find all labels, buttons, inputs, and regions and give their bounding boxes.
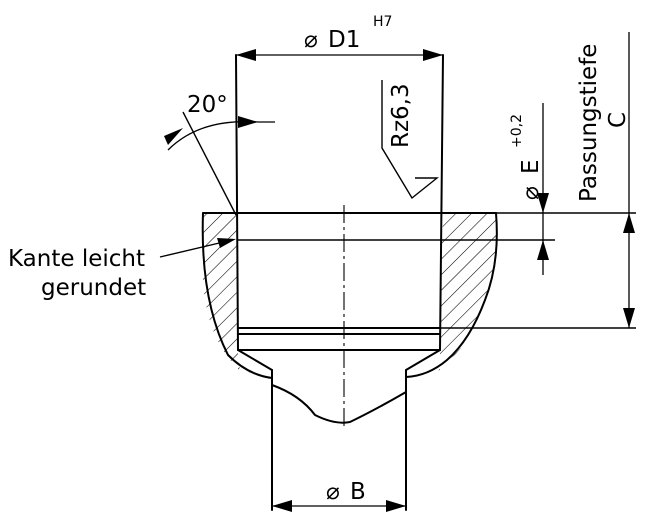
dim-e-tolerance: +0,2 bbox=[509, 114, 525, 148]
dim-c-label-line1: Passungstiefe bbox=[576, 44, 602, 202]
angle-arrow-right bbox=[238, 116, 258, 128]
dim-d1-label: D1 bbox=[328, 27, 360, 53]
right-section-hatch bbox=[408, 213, 498, 378]
dim-b-label: B bbox=[350, 479, 366, 505]
dim-e-symbol: ⌀ bbox=[518, 186, 544, 200]
dim-d1-symbol: ⌀ bbox=[304, 27, 318, 53]
bore-wall-right bbox=[439, 54, 444, 351]
part-outer-contour-left bbox=[201, 212, 273, 379]
bore-wall-left bbox=[235, 54, 239, 351]
edge-note-line2: gerundet bbox=[41, 275, 146, 301]
dim-c-arrow-top bbox=[623, 213, 635, 233]
dim-d1-arrow-left bbox=[236, 49, 256, 61]
edge-note-line1: Kante leicht bbox=[8, 246, 145, 272]
relief-step-left bbox=[237, 349, 273, 371]
dim-b-arrow-right bbox=[386, 500, 406, 512]
relief-step-right bbox=[405, 349, 441, 371]
dim-d1-tolerance: H7 bbox=[373, 14, 392, 30]
dim-b-symbol: ⌀ bbox=[326, 479, 340, 505]
break-line bbox=[271, 384, 407, 424]
dim-e-arrow-bottom bbox=[537, 240, 549, 260]
roughness-label: Rz6,3 bbox=[388, 83, 414, 148]
dim-b-arrow-left bbox=[272, 500, 292, 512]
chamfer-extension-line bbox=[182, 111, 237, 216]
dim-c-label-line2: C bbox=[605, 112, 631, 128]
dim-d1-arrow-right bbox=[423, 49, 443, 61]
angle-arrow-left bbox=[164, 128, 183, 145]
dim-e-label: E bbox=[518, 159, 544, 174]
angle-label: 20° bbox=[187, 92, 228, 118]
dim-e-arrow-top bbox=[537, 193, 549, 213]
roughness-symbol bbox=[381, 80, 439, 200]
edge-note-arrow bbox=[217, 238, 236, 248]
dim-c-arrow-bottom bbox=[623, 308, 635, 328]
